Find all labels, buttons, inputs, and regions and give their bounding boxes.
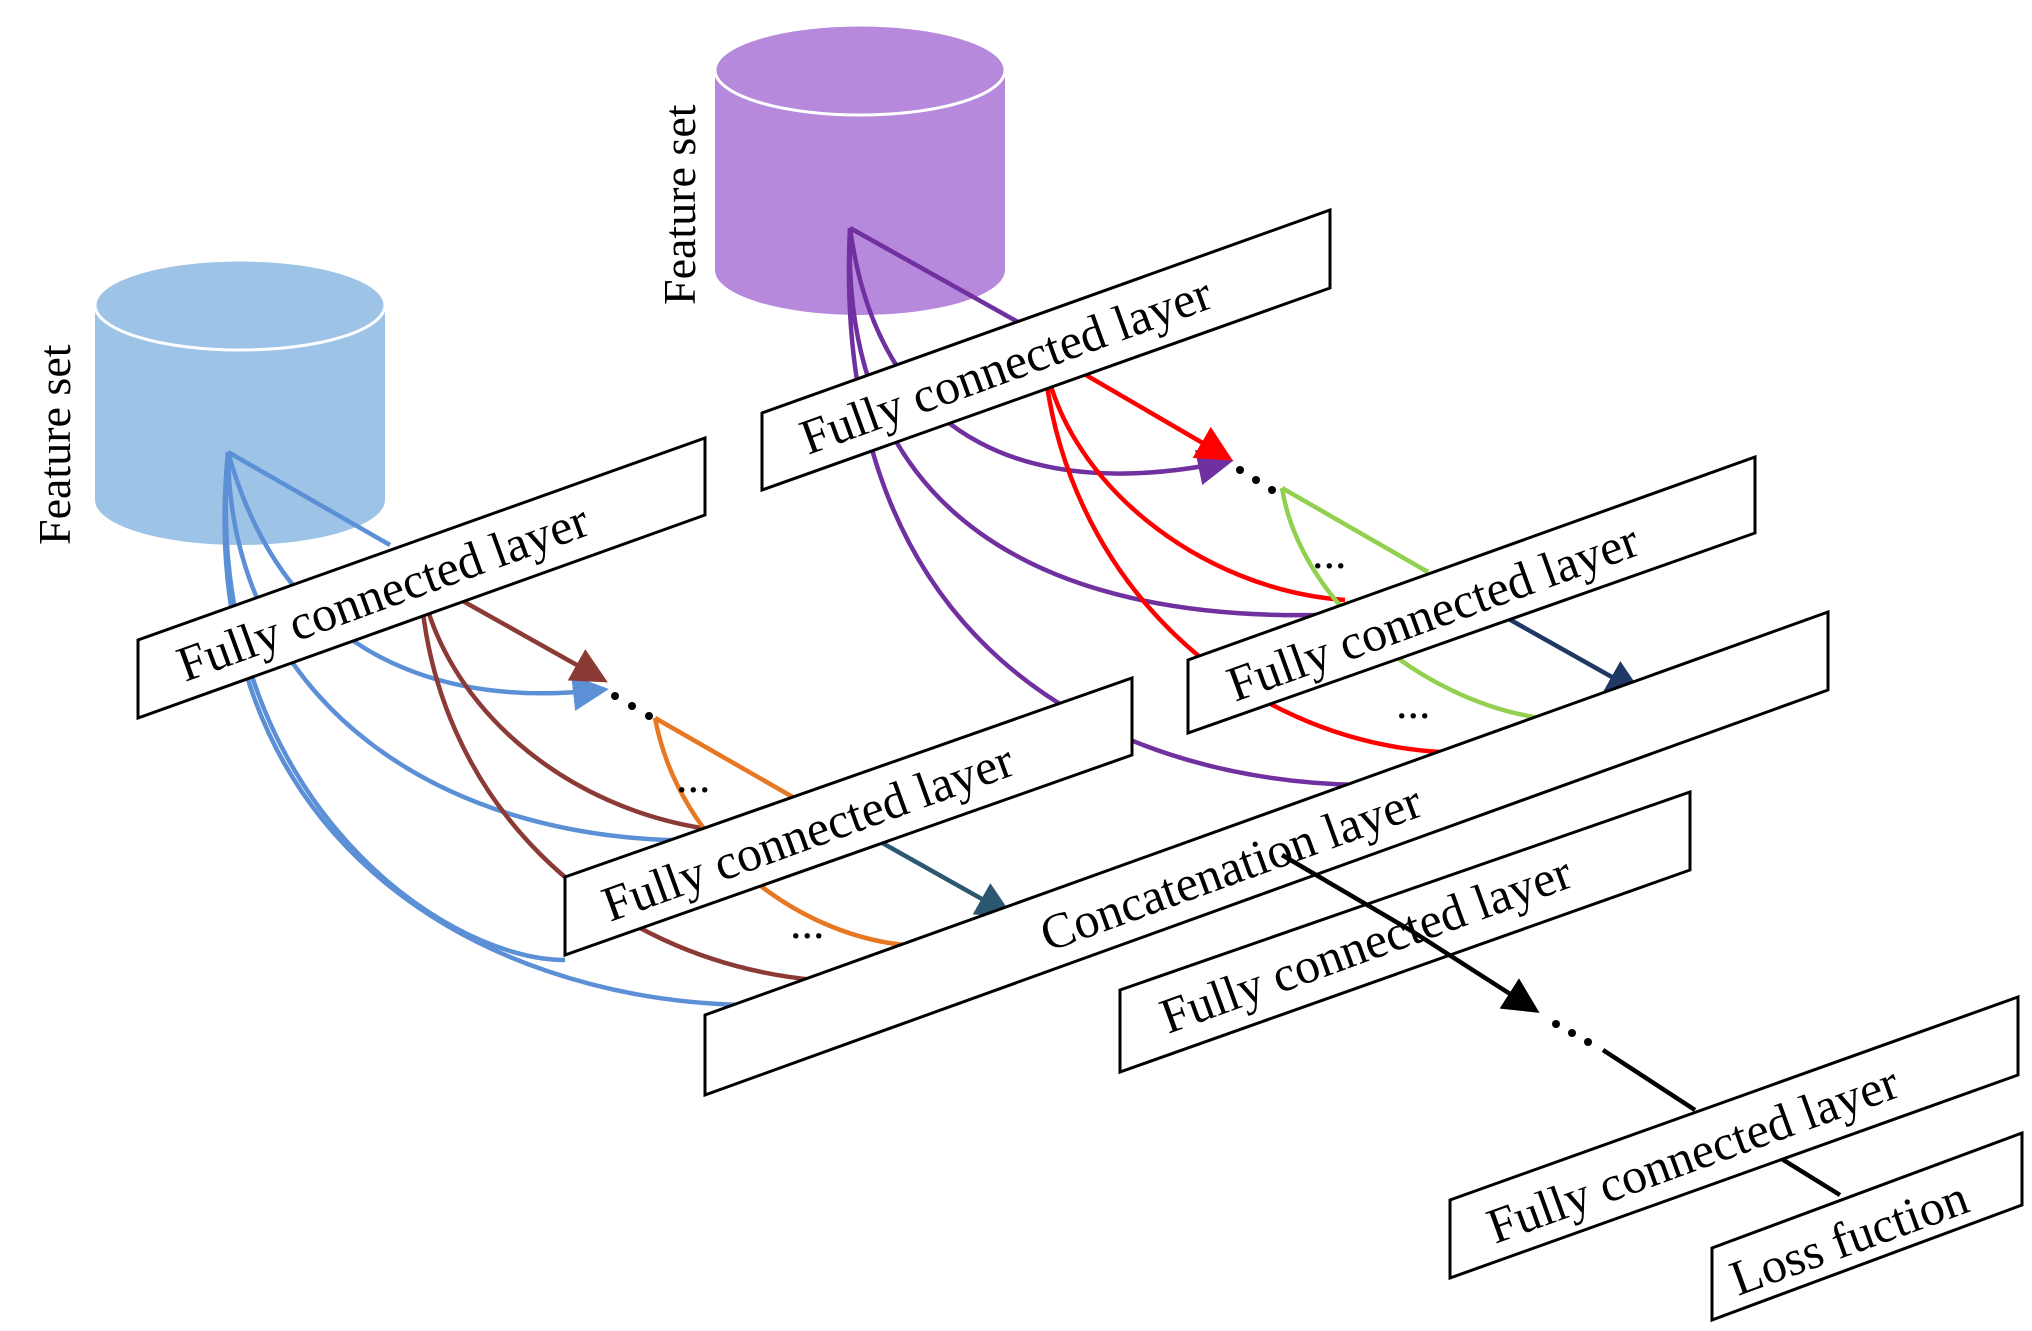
ellipsis-left-lower: ... <box>790 897 825 948</box>
fc-layer-left-bottom <box>563 675 1134 958</box>
loss-function-box <box>1710 1130 2024 1323</box>
fc-layer-after-concat <box>1118 789 1692 1075</box>
right-ellipsis-dots <box>1236 466 1276 494</box>
feature-set-cylinder-right <box>713 23 1007 315</box>
fc-layer-left-top <box>136 435 707 721</box>
fc-layer-final <box>1448 994 2020 1281</box>
concatenation-layer <box>703 609 1830 1098</box>
feature-set-label-right: Feature set <box>654 104 705 305</box>
ellipsis-right-lower: ... <box>1396 677 1431 728</box>
ellipsis-left-upper: ... <box>676 751 711 802</box>
feature-set-cylinder-left <box>93 258 387 545</box>
fc-layer-right-bottom <box>1186 454 1757 736</box>
left-ellipsis-dots <box>611 692 653 720</box>
feature-set-label-left: Feature set <box>29 344 80 545</box>
ellipsis-right-upper: ... <box>1312 527 1347 578</box>
fc-layer-right-top <box>760 207 1332 493</box>
